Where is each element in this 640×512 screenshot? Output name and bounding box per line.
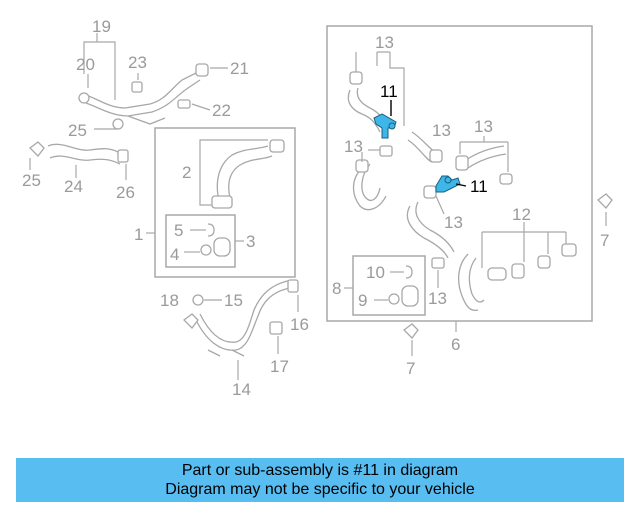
callout-20: 20 — [76, 55, 95, 74]
callout-17: 17 — [270, 357, 289, 376]
hose-2 — [146, 139, 285, 234]
clamp-5 — [190, 223, 215, 237]
callout-7-right: 7 — [600, 231, 609, 250]
banner-line-1: Part or sub-assembly is #11 in diagram — [181, 462, 459, 479]
callout-16: 16 — [290, 315, 309, 334]
hose-24 — [29, 128, 129, 180]
fitting-9 — [374, 285, 419, 307]
info-banner: Part or sub-assembly is #11 in diagram D… — [16, 458, 624, 502]
callout-19: 19 — [92, 17, 111, 36]
callout-8: 8 — [332, 279, 341, 298]
fitting-4 — [184, 237, 231, 257]
callout-24: 24 — [64, 177, 83, 196]
callout-23: 23 — [128, 53, 147, 72]
callout-3: 3 — [246, 232, 255, 251]
hose-13-right — [455, 136, 513, 185]
callout-11-right: 11 — [470, 177, 488, 196]
highlighted-part-11-upper — [373, 113, 397, 139]
clamp-10 — [390, 265, 413, 279]
callout-25: 25 — [22, 171, 41, 190]
callout-1: 1 — [134, 225, 143, 244]
callout-13-lower: 13 — [444, 213, 463, 232]
callout-13-right: 13 — [474, 117, 493, 136]
callout-5: 5 — [174, 221, 183, 240]
callout-13-mid: 13 — [344, 137, 363, 156]
callout-7-bottom: 7 — [406, 359, 415, 378]
callout-2: 2 — [182, 163, 191, 182]
sub-box-8 — [352, 255, 426, 316]
callout-12: 12 — [512, 205, 531, 224]
callout-11-upper: 11 — [380, 82, 398, 101]
callout-15: 15 — [224, 291, 243, 310]
callout-18: 18 — [160, 291, 179, 310]
callout-22: 22 — [212, 101, 231, 120]
callout-25-top: 25 — [68, 121, 87, 140]
hose-13-upper — [347, 51, 443, 163]
callout-13-bottom: 13 — [428, 289, 447, 308]
callout-6: 6 — [451, 335, 460, 354]
pipe-14 — [183, 279, 299, 380]
hose-13-lower — [406, 185, 455, 288]
leader-11-right — [455, 183, 467, 187]
parts-diagram: 19 20 23 21 22 25 25 24 26 2 1 5 4 3 18 … — [22, 17, 613, 399]
clamp-7-bottom — [403, 323, 419, 356]
pipe-assembly-19 — [78, 33, 228, 130]
banner-line-2: Diagram may not be specific to your vehi… — [165, 481, 475, 498]
callout-21: 21 — [230, 59, 249, 78]
callout-13-top: 13 — [375, 33, 394, 52]
callout-10: 10 — [366, 263, 385, 282]
hose-12 — [457, 222, 577, 312]
assembly-box-6 — [326, 25, 593, 322]
callout-14: 14 — [232, 380, 251, 399]
callout-4: 4 — [170, 245, 179, 264]
highlighted-part-11-right — [435, 175, 461, 193]
callout-9: 9 — [358, 291, 367, 310]
hose-13-mid — [352, 145, 393, 211]
clamp-7-right — [597, 193, 613, 226]
callout-26: 26 — [116, 183, 135, 202]
callout-13-center: 13 — [432, 121, 451, 140]
assembly-box-1 — [154, 127, 296, 278]
